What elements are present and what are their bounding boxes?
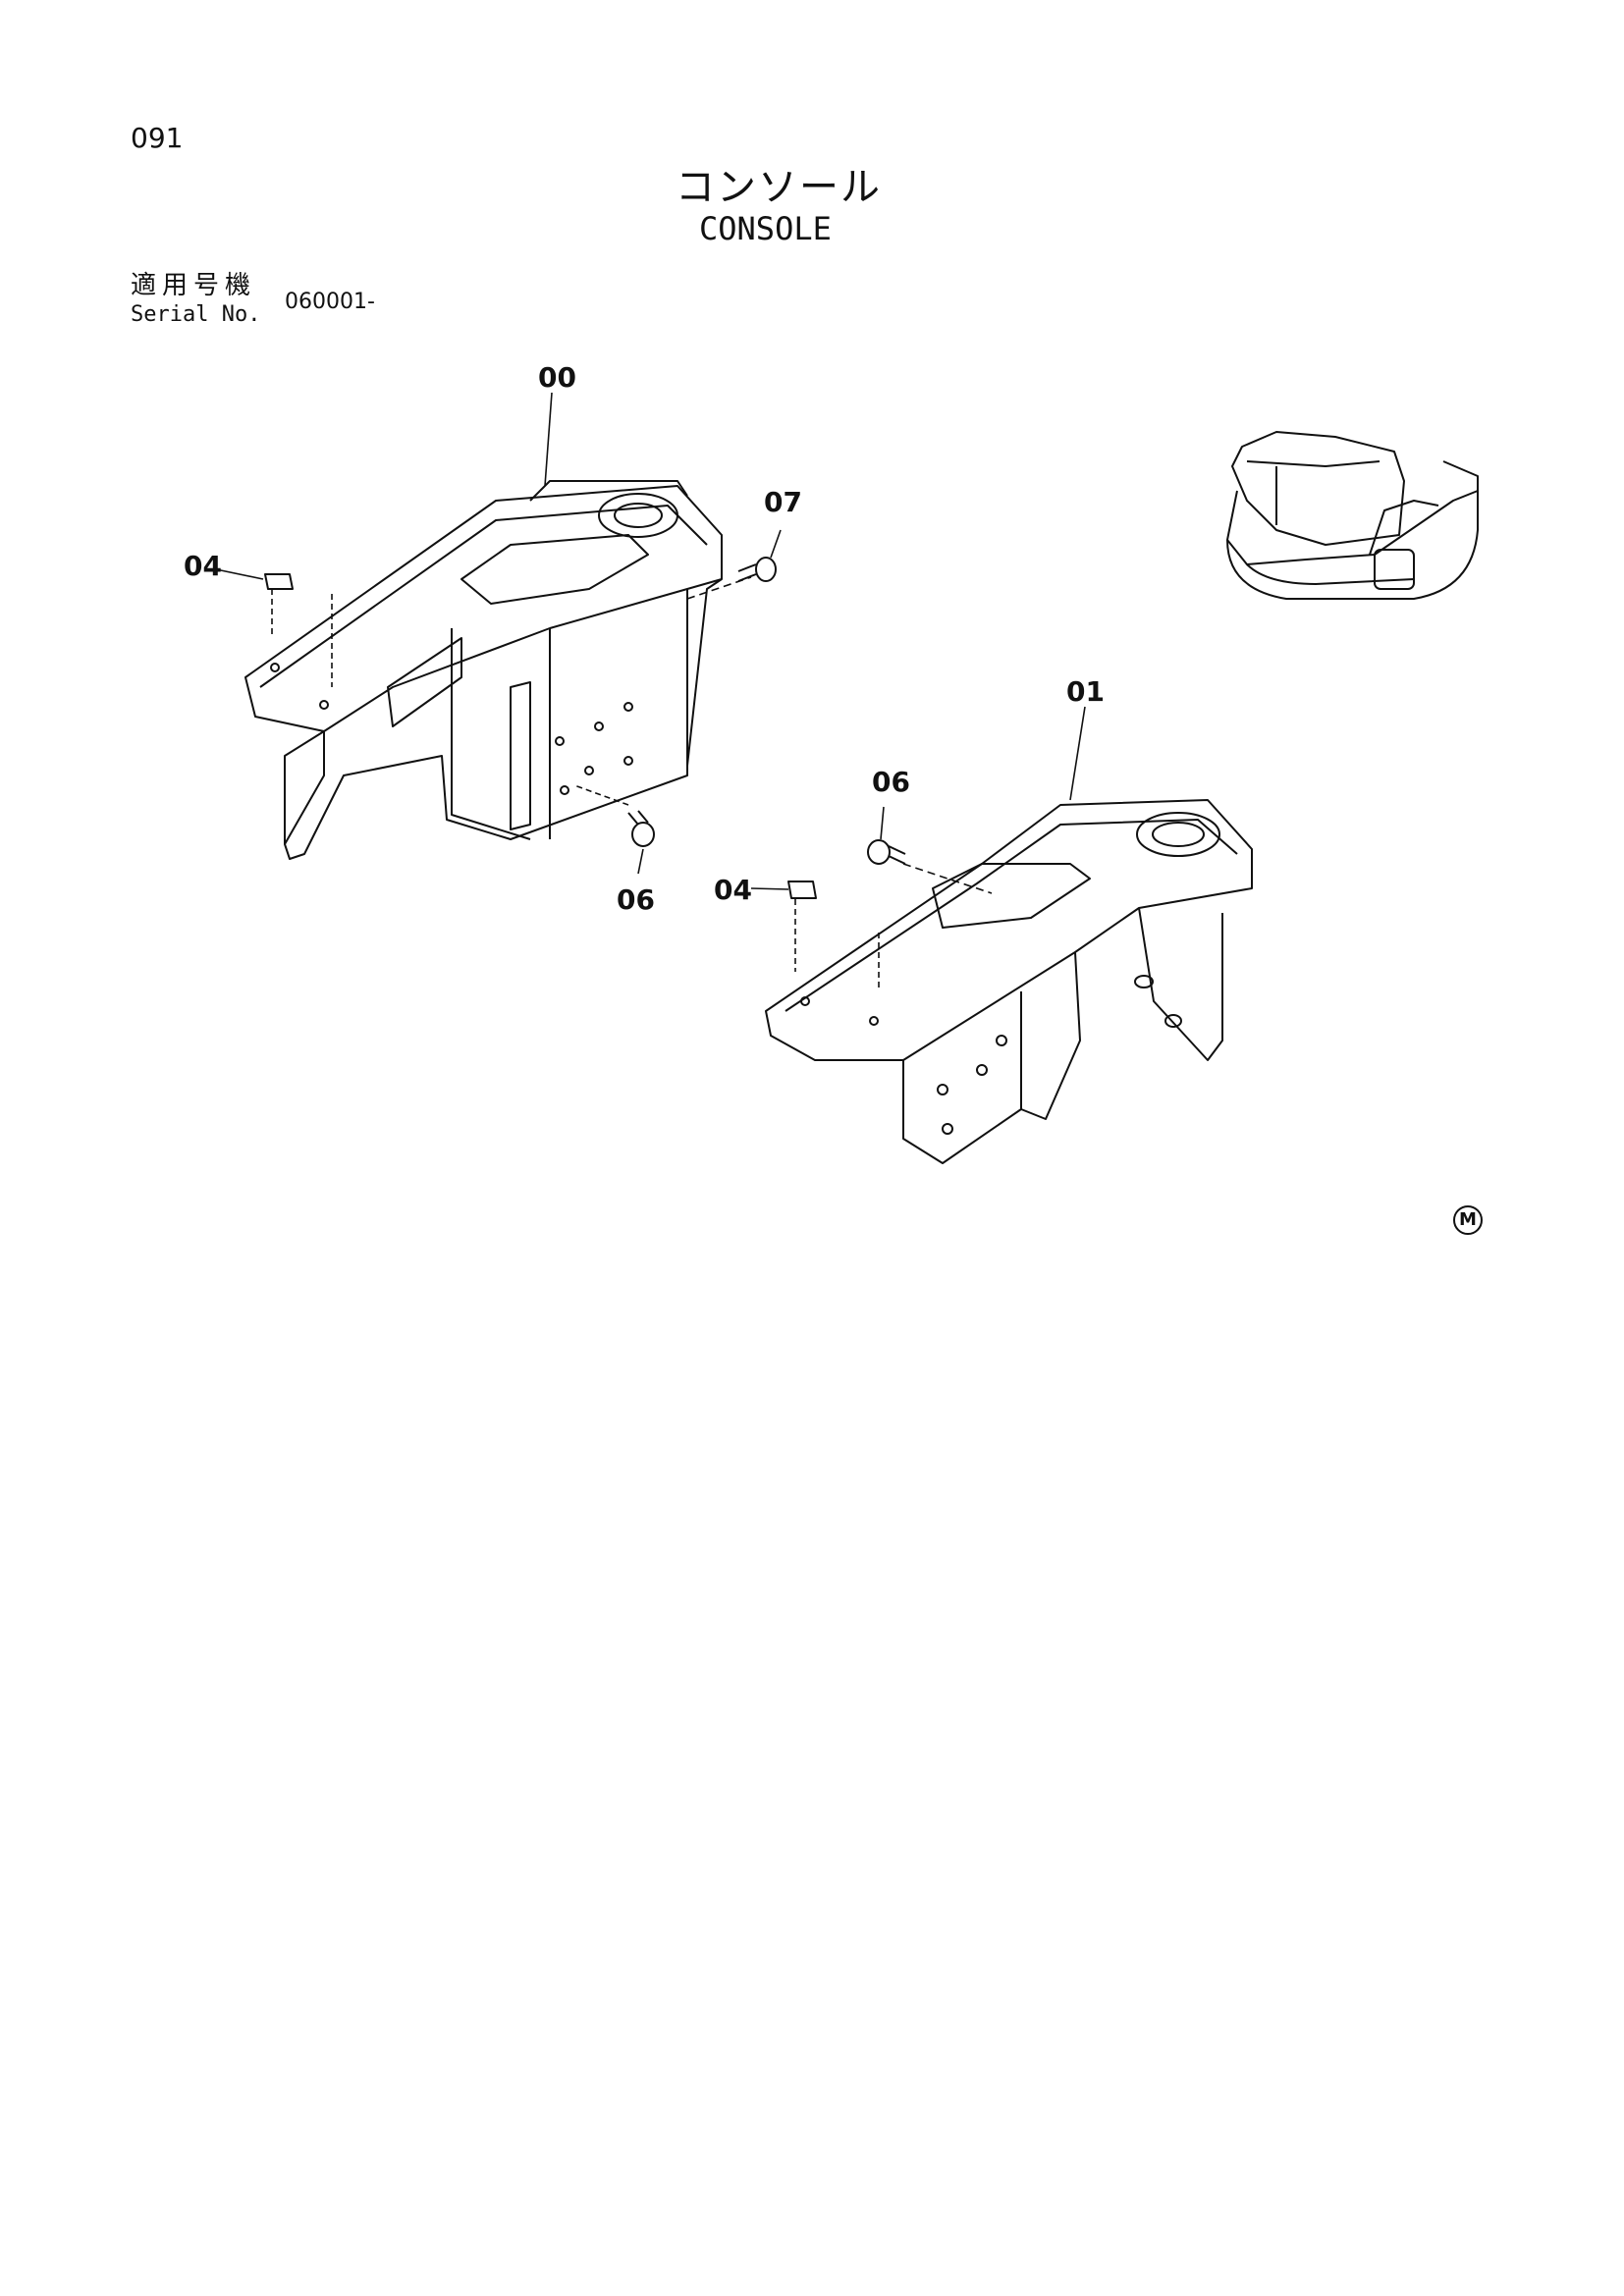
bolt-06-left-drawing (627, 810, 655, 847)
console-01-drawing (765, 799, 1253, 1164)
serial-label-jp: 適用号機 (131, 271, 257, 300)
callout-06-right: 06 (872, 766, 910, 798)
page-number: 091 (131, 122, 184, 154)
serial-label-en: Serial No. (131, 302, 261, 327)
console-00-drawing (244, 480, 723, 860)
serial-value: 060001- (285, 290, 375, 314)
callout-04-upper: 04 (184, 550, 222, 582)
bolt-06-right-drawing (867, 839, 906, 865)
callout-06-left: 06 (617, 883, 655, 916)
machine-thumbnail (1226, 431, 1479, 600)
page-title-jp: コンソール (676, 165, 882, 210)
callout-01: 01 (1066, 675, 1105, 708)
cap-04-upper-drawing (264, 573, 294, 590)
cap-04-lower-drawing (787, 881, 817, 899)
page-title-en: CONSOLE (699, 210, 832, 247)
bolt-07-drawing (737, 557, 777, 582)
leader-lines (215, 392, 1086, 991)
callout-00: 00 (538, 361, 576, 394)
m-mark: M (1453, 1205, 1483, 1235)
callout-07: 07 (764, 486, 802, 518)
callout-04-lower: 04 (714, 874, 752, 906)
